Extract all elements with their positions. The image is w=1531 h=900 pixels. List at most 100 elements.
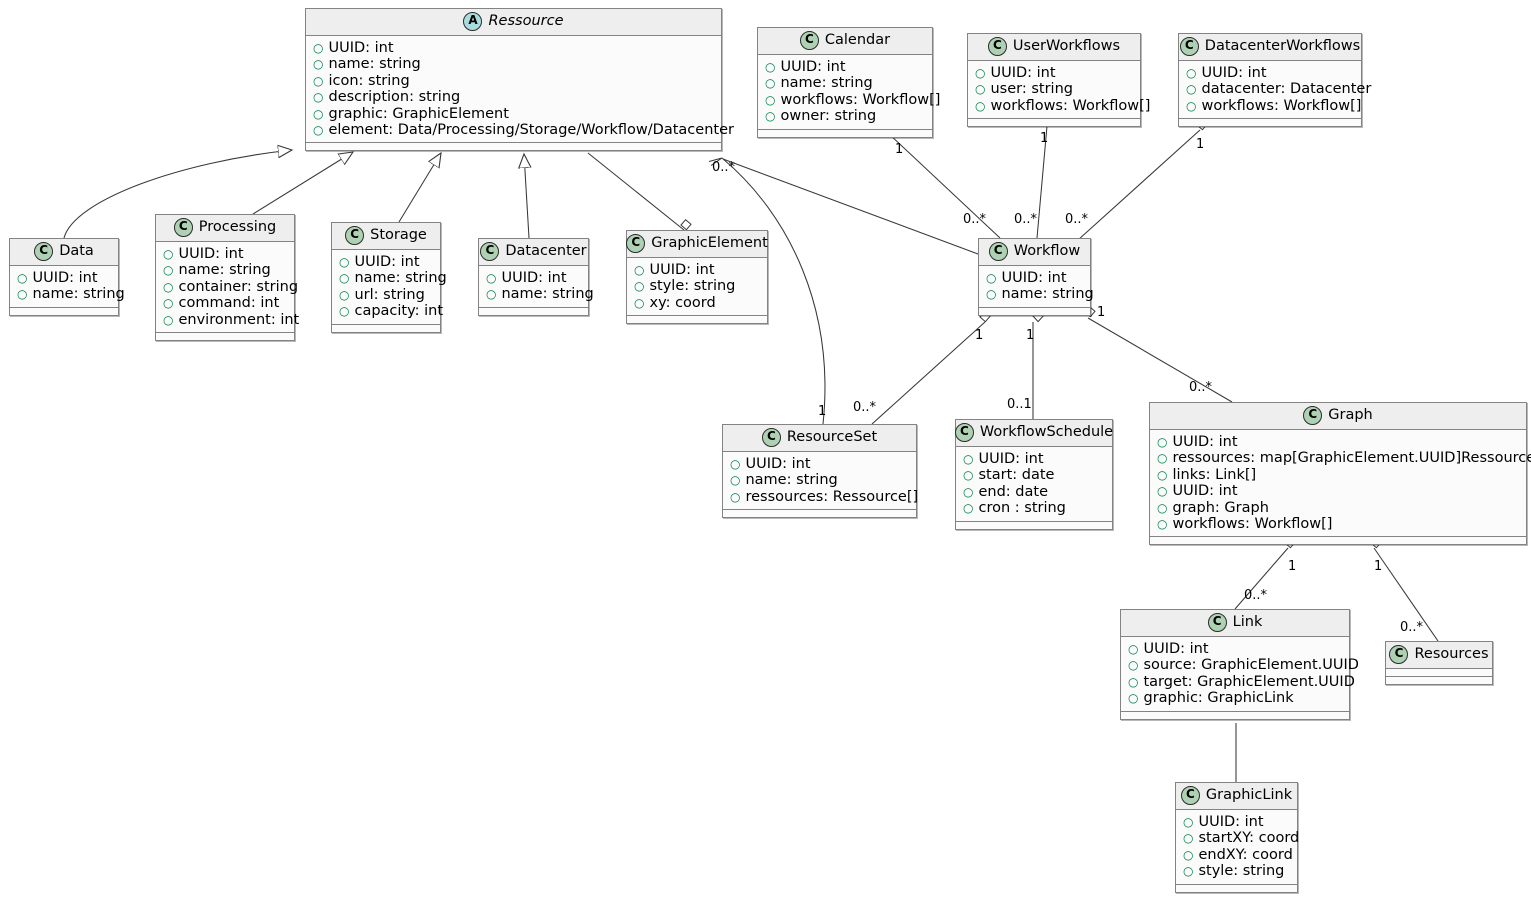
attribute-row: ○name: string	[765, 75, 924, 91]
attribute-row: ○element: Data/Processing/Storage/Workfl…	[313, 122, 734, 138]
multiplicity-label: 0..*	[1189, 380, 1213, 395]
visibility-public-icon: ○	[1183, 831, 1194, 846]
class-attributes-resources	[1386, 669, 1492, 677]
attribute-row: ○UUID: int	[313, 40, 713, 56]
attribute-row: ○user: string	[975, 81, 1132, 97]
attribute-row: ○capacity: int	[339, 303, 443, 319]
attribute-text: UUID: int	[978, 451, 1044, 467]
attribute-text: command: int	[178, 295, 280, 312]
class-attributes-graph: ○UUID: int○ressources: map[GraphicElemen…	[1150, 430, 1531, 538]
class-methods-userworkflows	[968, 119, 1140, 127]
visibility-public-icon: ○	[963, 484, 974, 499]
class-methods-datacenter	[479, 307, 588, 315]
visibility-public-icon: ○	[634, 295, 645, 310]
attribute-row: ○UUID: int	[975, 65, 1132, 81]
class-methods-graphicelement	[627, 316, 767, 324]
attribute-row: ○owner: string	[765, 108, 924, 124]
class-name-graph: Graph	[1328, 407, 1373, 424]
class-attributes-resourceset: ○UUID: int○name: string○ressources: Ress…	[723, 452, 918, 511]
visibility-public-icon: ○	[1183, 815, 1194, 829]
attribute-row: ○ UUID: int	[339, 254, 432, 270]
attribute-text: UUID: int	[1201, 65, 1267, 81]
class-methods-ressource	[306, 143, 721, 151]
attribute-row: ○environment: int	[163, 312, 299, 328]
attribute-text: UUID: int	[1143, 641, 1209, 657]
attribute-text: UUID: int	[501, 270, 567, 286]
class-name-graphiclink: GraphicLink	[1205, 787, 1293, 804]
multiplicity-label: 0..*	[1014, 212, 1038, 227]
attribute-text: workflows: Workflow[]	[1201, 97, 1362, 114]
uml-class-graphiclink[interactable]: C GraphicLink ○ UUID: int○startXY: coord○ en…	[1175, 782, 1299, 893]
visibility-public-icon: ○	[313, 123, 324, 138]
attribute-text: UUID: int	[354, 254, 420, 270]
visibility-public-icon: ○	[963, 501, 974, 516]
class-name-datacenter: Datacenter	[505, 243, 587, 260]
attribute-text: workflows: Workflow[]	[780, 91, 941, 108]
visibility-public-icon: ○	[1157, 467, 1168, 482]
attribute-text: name: string	[745, 472, 838, 489]
visibility-public-icon: ○	[730, 473, 741, 488]
attribute-row: ○url: string	[339, 287, 432, 303]
class-methods-storage	[332, 324, 440, 332]
attribute-row: ○container: string	[163, 279, 298, 295]
class-icon: C	[173, 218, 193, 237]
visibility-public-icon: ○	[339, 271, 350, 286]
class-methods-resourceset	[723, 510, 916, 518]
visibility-public-icon: ○	[963, 452, 974, 466]
visibility-public-icon: ○	[17, 271, 28, 285]
attribute-row: ○ressources: map[GraphicElement.UUID]Res…	[1157, 450, 1531, 466]
class-icon: C	[1207, 613, 1227, 632]
visibility-public-icon: ○	[163, 296, 174, 311]
class-icon: C	[1180, 786, 1200, 805]
attribute-text: graphic: GraphicLink	[1143, 690, 1294, 707]
attribute-text: UUID: int	[178, 246, 244, 262]
visibility-public-icon: ○	[765, 92, 776, 107]
multiplicity-label: 1	[1288, 559, 1297, 574]
attribute-row: ○UUID: int	[1128, 641, 1341, 657]
class-icon: C	[626, 234, 646, 253]
attribute-text: capacity: int	[354, 303, 444, 320]
visibility-public-icon: ○	[765, 60, 776, 74]
edge-processing-ressource	[252, 152, 353, 215]
class-methods-link	[1121, 711, 1349, 719]
attribute-text: UUID: int	[32, 270, 98, 286]
class-methods-resources	[1386, 677, 1492, 684]
multiplicity-label: 1	[975, 328, 984, 343]
class-name-processing: Processing	[198, 219, 277, 236]
visibility-public-icon: ○	[339, 255, 350, 269]
attribute-text: workflows: Workflow[]	[1172, 516, 1333, 533]
attribute-text: graph: Graph	[1172, 499, 1269, 516]
attribute-row: ○UUID: int	[486, 270, 580, 286]
class-name-userworkflows: UserWorkflows	[1012, 38, 1121, 55]
attribute-text: UUID: int	[1198, 814, 1264, 830]
multiplicity-label: 1	[818, 404, 827, 419]
class-attributes-workflow: ○UUID: int○name: string	[979, 266, 1094, 308]
visibility-public-icon: ○	[313, 106, 324, 121]
attribute-row: ○startXY: coord	[1183, 830, 1299, 846]
attribute-row: ○UUID: int	[986, 270, 1082, 286]
attribute-text: icon: string	[328, 72, 410, 89]
attribute-row: ○ UUID: int	[1183, 814, 1289, 830]
class-icon: C	[34, 242, 54, 261]
attribute-text: endXY: coord	[1198, 846, 1293, 863]
